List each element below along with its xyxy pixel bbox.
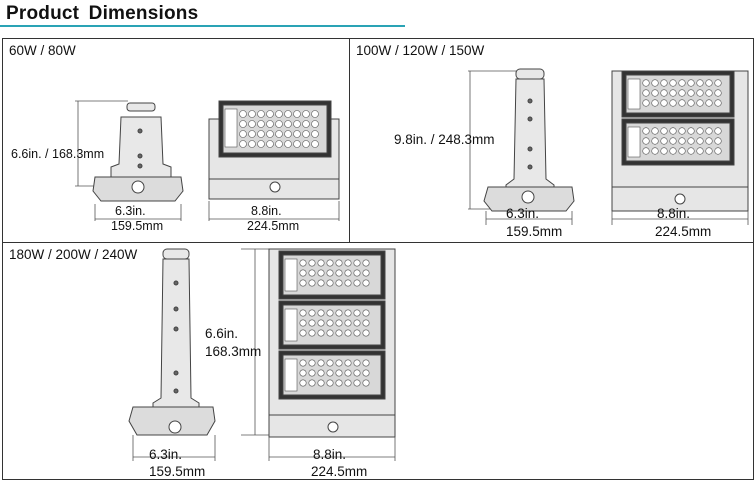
- side-width-mm: 159.5mm: [111, 219, 164, 233]
- panel-100-150w: 100W / 120W / 150W: [349, 38, 754, 243]
- side-width-dimension-line: [485, 211, 573, 225]
- side-width-dimension-line: [94, 204, 182, 221]
- side-view-drawing: [92, 102, 184, 202]
- panel-60-80w: 60W / 80W: [2, 38, 350, 243]
- front-width-mm: 224.5mm: [311, 464, 368, 479]
- front-view-drawing: [208, 100, 340, 200]
- side-width-mm: 159.5mm: [149, 464, 206, 479]
- side-width-in: 6.3in.: [115, 204, 146, 218]
- side-view-drawing: [128, 248, 216, 436]
- height-mm: 168.3mm: [205, 344, 262, 359]
- front-width-dimension-line: [268, 437, 396, 461]
- height-in: 6.6in.: [205, 326, 239, 341]
- section-header: Product Dimensions: [0, 0, 756, 30]
- side-width-mm: 159.5mm: [506, 224, 563, 239]
- side-width-in: 6.3in.: [149, 447, 183, 462]
- fixture-drawings: [468, 68, 749, 225]
- front-width-dimension-line: [611, 211, 749, 225]
- panel-title: 180W / 200W / 240W: [9, 247, 138, 262]
- panel-title: 100W / 120W / 150W: [356, 43, 485, 58]
- fixture-drawings: [75, 100, 340, 221]
- panel-180-240w: 180W / 200W / 240W: [2, 242, 754, 480]
- front-view-drawing: [268, 248, 396, 438]
- height-label: 6.6in. / 168.3mm: [11, 147, 105, 161]
- panel-title: 60W / 80W: [9, 43, 76, 58]
- front-width-mm: 224.5mm: [247, 219, 300, 233]
- front-width-mm: 224.5mm: [655, 224, 712, 239]
- fixture-drawings: [128, 248, 396, 461]
- height-label: 9.8in. / 248.3mm: [394, 132, 495, 147]
- side-width-dimension-line: [132, 435, 216, 461]
- side-view-drawing: [483, 68, 575, 212]
- front-view-drawing: [611, 70, 749, 212]
- front-width-in: 8.8in.: [313, 447, 347, 462]
- height-dimension-line: [241, 248, 273, 436]
- front-width-dimension-line: [208, 201, 340, 221]
- side-width-in: 6.3in.: [506, 206, 540, 221]
- front-width-in: 8.8in.: [251, 204, 282, 218]
- section-title: Product Dimensions: [6, 3, 199, 24]
- front-width-in: 8.8in.: [657, 206, 691, 221]
- header-underline: [0, 25, 405, 27]
